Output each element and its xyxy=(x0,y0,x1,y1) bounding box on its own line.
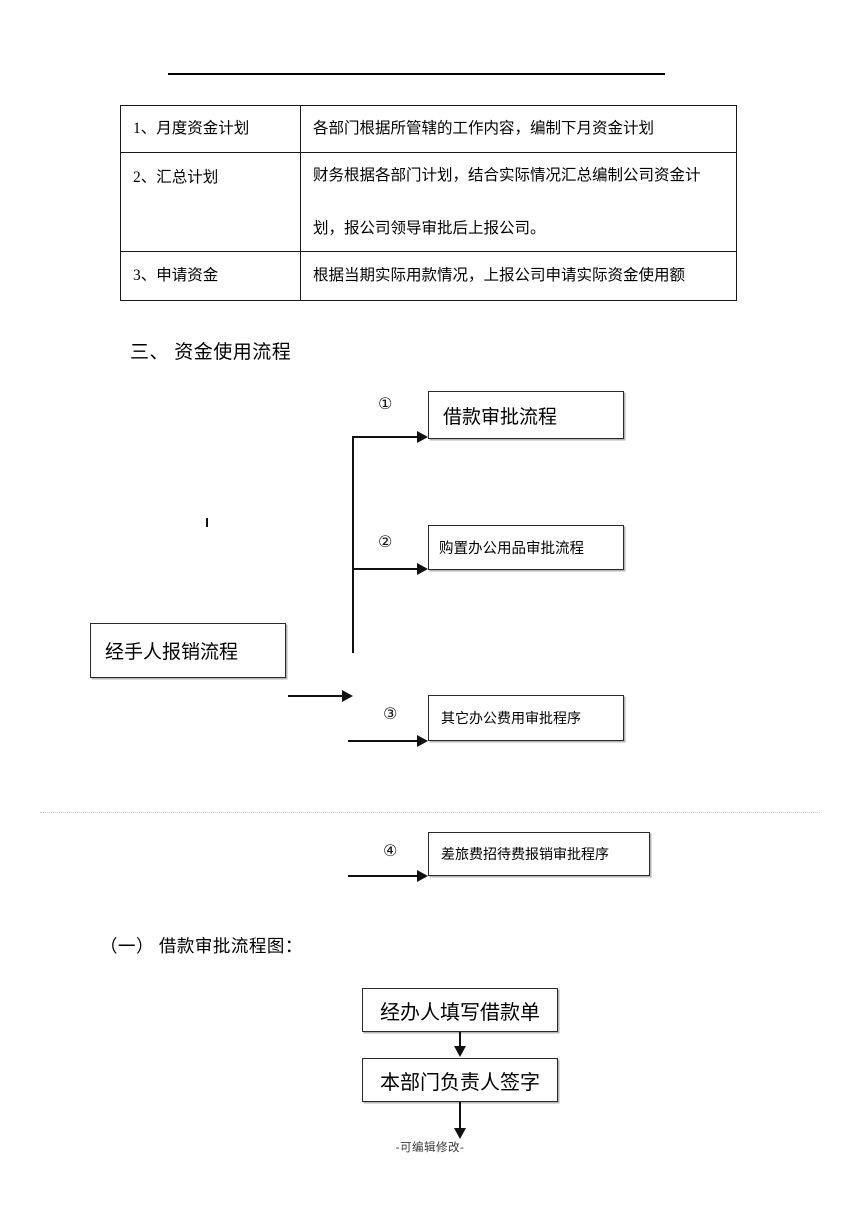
section-heading-3: 三、 资金使用流程 xyxy=(130,342,292,363)
top-horizontal-rule xyxy=(168,73,665,75)
connector-branch-2 xyxy=(352,568,418,570)
connector-branch-4 xyxy=(348,875,418,877)
connector-branch-1 xyxy=(352,436,418,438)
table-cell-line: 划，报公司领导审批后上报公司。 xyxy=(313,220,546,237)
arrow-head-step2-onward xyxy=(454,1128,466,1139)
branch-marker-3: ③ xyxy=(383,704,398,723)
footer-note: -可编辑修改- xyxy=(395,1142,465,1154)
arrow-head-branch-1 xyxy=(417,431,428,443)
table-row: 2、汇总计划 财务根据各部门计划，结合实际情况汇总编制公司资金计 划，报公司领导… xyxy=(120,152,737,252)
branch-marker-2: ② xyxy=(378,532,393,551)
table-cell-label: 2、汇总计划 xyxy=(120,152,301,252)
table-row: 3、申请资金 根据当期实际用款情况，上报公司申请实际资金使用额 xyxy=(120,251,737,301)
connector-trunk-vertical xyxy=(352,437,354,653)
stray-tick-mark xyxy=(206,518,208,527)
flow-box-fill-loan-form: 经办人填写借款单 xyxy=(362,988,558,1032)
branch-marker-1: ① xyxy=(378,394,393,413)
flow-box-label: 经办人填写借款单 xyxy=(380,1001,540,1024)
flow-box-label: 借款审批流程 xyxy=(443,406,558,428)
connector-step1-to-step2 xyxy=(459,1032,461,1048)
flow-box-department-head-signature: 本部门负责人签字 xyxy=(362,1058,558,1102)
table-row: 1、月度资金计划 各部门根据所管辖的工作内容，编制下月资金计划 xyxy=(120,105,737,153)
funding-plan-table: 1、月度资金计划 各部门根据所管辖的工作内容，编制下月资金计划 2、汇总计划 财… xyxy=(120,105,737,301)
table-cell-line: 财务根据各部门计划，结合实际情况汇总编制公司资金计 xyxy=(313,166,701,184)
table-cell-label: 1、月度资金计划 xyxy=(120,105,301,153)
arrow-head-handler-to-branch xyxy=(342,690,353,702)
flow-box-handler-reimbursement: 经手人报销流程 xyxy=(90,623,286,678)
flow-box-label: 购置办公用品审批流程 xyxy=(439,541,584,557)
arrow-head-step1-to-step2 xyxy=(454,1046,466,1057)
flow-box-label: 差旅费招待费报销审批程序 xyxy=(441,848,609,863)
branch-marker-4: ④ xyxy=(383,841,398,860)
table-cell-description: 各部门根据所管辖的工作内容，编制下月资金计划 xyxy=(300,105,737,153)
connector-step2-onward xyxy=(459,1102,461,1130)
flow-box-travel-entertainment-approval: 差旅费招待费报销审批程序 xyxy=(428,832,650,876)
table-cell-line: 根据当期实际用款情况，上报公司申请实际资金使用额 xyxy=(313,267,686,285)
arrow-head-branch-2 xyxy=(417,563,428,575)
page-break-divider xyxy=(40,812,820,813)
subsection-heading-1: （一） 借款审批流程图： xyxy=(100,936,303,956)
flow-box-label: 其它办公费用审批程序 xyxy=(441,712,581,727)
flow-box-loan-approval: 借款审批流程 xyxy=(428,391,624,439)
flow-box-other-office-expense-approval: 其它办公费用审批程序 xyxy=(428,695,624,741)
connector-handler-to-branch xyxy=(288,695,343,697)
table-cell-label: 3、申请资金 xyxy=(120,251,301,301)
table-cell-line: 各部门根据所管辖的工作内容，编制下月资金计划 xyxy=(313,120,655,138)
connector-branch-3 xyxy=(348,740,418,742)
flow-box-office-supplies-approval: 购置办公用品审批流程 xyxy=(428,525,624,570)
flow-box-label: 本部门负责人签字 xyxy=(380,1071,540,1094)
arrow-head-branch-4 xyxy=(417,870,428,882)
table-cell-description: 财务根据各部门计划，结合实际情况汇总编制公司资金计 划，报公司领导审批后上报公司… xyxy=(300,152,737,252)
flow-box-label: 经手人报销流程 xyxy=(105,642,239,663)
table-cell-description: 根据当期实际用款情况，上报公司申请实际资金使用额 xyxy=(300,251,737,301)
arrow-head-branch-3 xyxy=(417,735,428,747)
